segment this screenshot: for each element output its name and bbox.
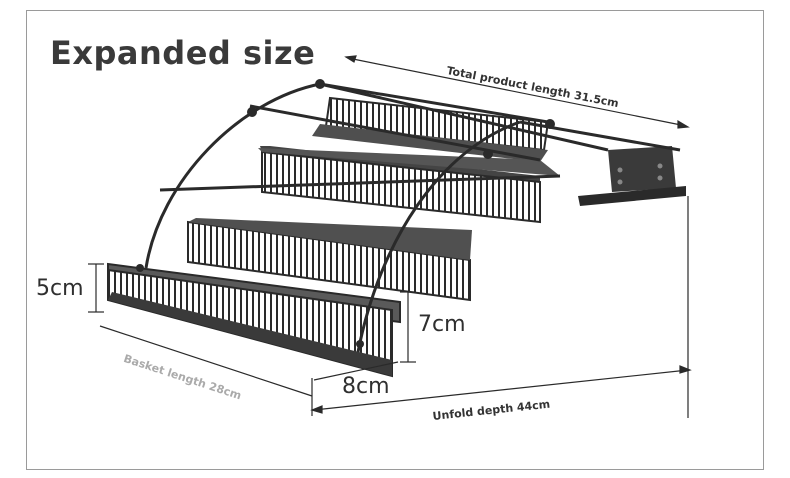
wall-bracket <box>578 146 686 206</box>
image-frame <box>26 10 764 470</box>
page-title: Expanded size <box>50 34 316 72</box>
pivot-bolts <box>136 79 555 348</box>
arc-arms <box>144 82 681 353</box>
dimension-lines <box>88 55 692 418</box>
step-depth-label: 8cm <box>342 374 390 399</box>
step-height-label: 7cm <box>418 312 466 337</box>
tier-second <box>258 146 560 224</box>
basket-height-label: 5cm <box>36 276 84 301</box>
tier-front-basket <box>107 262 401 378</box>
